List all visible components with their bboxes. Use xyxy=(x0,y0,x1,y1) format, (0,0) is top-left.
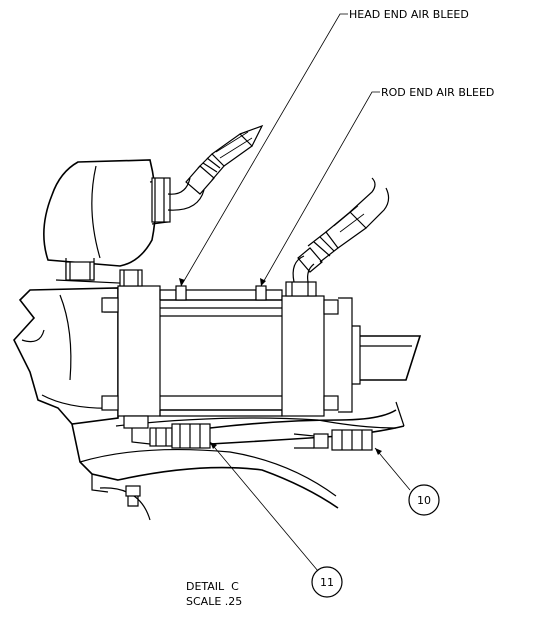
balloon-item-11: 11 xyxy=(311,566,343,598)
balloon-11-label: 11 xyxy=(320,576,334,589)
rod-end-air-bleed-label: ROD END AIR BLEED xyxy=(381,86,494,99)
lower-hose-assembly xyxy=(131,401,405,451)
balloon-10-label: 10 xyxy=(417,494,431,507)
head-end-air-bleed-label: HEAD END AIR BLEED xyxy=(349,8,469,21)
detail-title: DETAIL C xyxy=(186,580,239,593)
balloon-10-circle xyxy=(408,484,440,516)
leader-lines xyxy=(179,13,411,572)
rod-end-hose-fitting xyxy=(292,177,390,283)
detail-scale: SCALE .25 xyxy=(186,595,242,608)
cylinder-assembly xyxy=(101,269,422,429)
frame-body xyxy=(13,287,397,521)
upper-hose-fitting xyxy=(167,124,264,211)
valve-housing xyxy=(43,159,171,285)
balloon-11-circle xyxy=(311,566,343,598)
balloon-item-10: 10 xyxy=(408,484,440,516)
